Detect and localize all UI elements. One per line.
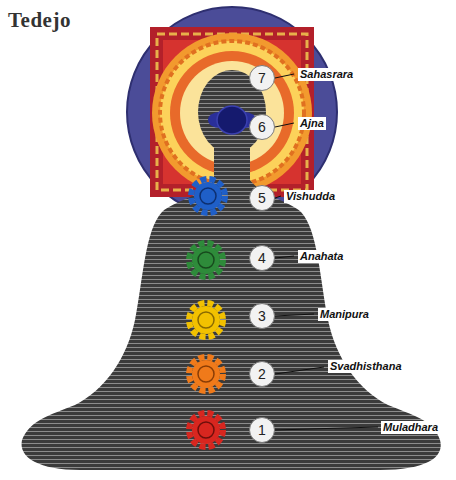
vishuddha-chakra — [191, 179, 225, 213]
chakra-name: Manipura — [318, 308, 371, 321]
muladhara-chakra — [189, 413, 223, 447]
chakra-name: Sahasrara — [298, 68, 355, 81]
chakra-name: Vishudda — [284, 190, 337, 203]
callout-number: 6 — [258, 120, 266, 134]
manipura-chakra — [189, 303, 223, 337]
callout-circle: 3 — [249, 303, 275, 329]
chakra-name: Ajna — [298, 117, 326, 130]
halo — [127, 7, 337, 217]
callout-circle: 5 — [249, 185, 275, 211]
body-silhouette — [22, 180, 441, 470]
chakra-name: Anahata — [298, 250, 345, 263]
chakra-name: Svadhisthana — [328, 360, 404, 373]
callout-circle: 4 — [249, 245, 275, 271]
svadhisthana-chakra — [189, 357, 223, 391]
callout-number: 5 — [258, 191, 266, 205]
lotus-core — [180, 61, 284, 165]
callout-circle: 1 — [249, 417, 275, 443]
callout-number: 3 — [258, 309, 266, 323]
lotus-ring — [152, 33, 312, 193]
mandala-square — [150, 27, 314, 197]
callout-number: 2 — [258, 367, 266, 381]
chakra-name: Muladhara — [381, 421, 440, 434]
ajna-chakra — [217, 106, 247, 134]
callout-circle: 6 — [249, 114, 275, 140]
leader-lines — [275, 74, 378, 430]
callout-number: 1 — [258, 423, 266, 437]
watermark: Tedejo — [8, 8, 71, 32]
callout-circle: 2 — [249, 361, 275, 387]
anahata-chakra — [189, 243, 223, 277]
callout-circle: 7 — [249, 65, 275, 91]
callout-number: 4 — [258, 251, 266, 265]
callout-number: 7 — [258, 71, 266, 85]
